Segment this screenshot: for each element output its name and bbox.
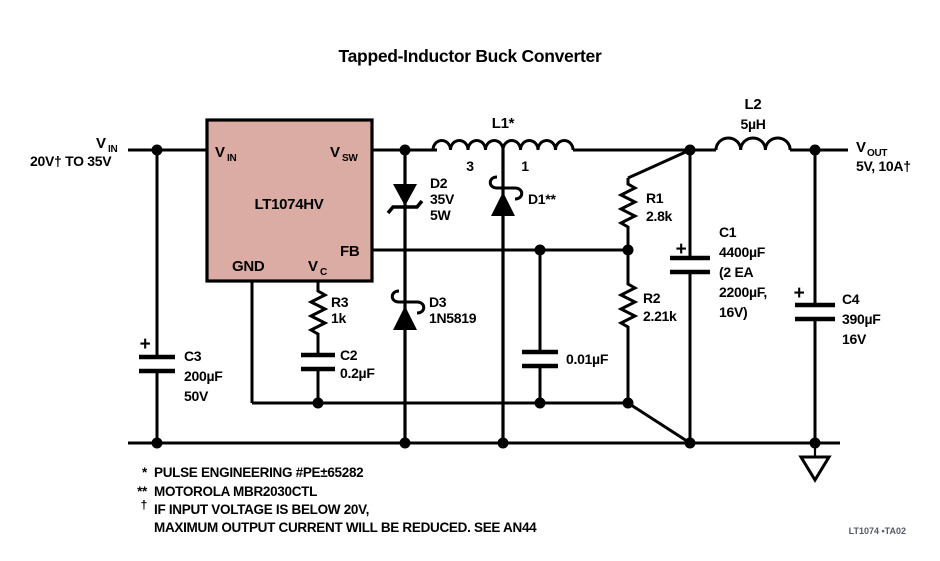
page-title: Tapped-Inductor Buck Converter (339, 46, 602, 66)
vout-node-label: V (856, 139, 866, 156)
c2-value: 0.2µF (340, 365, 375, 381)
d2-volts: 35V (430, 191, 455, 207)
r1-value: 2.8k (646, 208, 673, 224)
ic-pin-vc: V (308, 258, 318, 275)
ic-pin-vsw-sub: SW (342, 153, 358, 164)
r2-name: R2 (643, 290, 661, 306)
note-marker-1: * (142, 465, 148, 480)
vout-node-label-sub: OUT (867, 148, 887, 159)
c3-plus-mark: + (140, 334, 151, 355)
figure-id: LT1074 •TA02 (849, 526, 906, 536)
r3-name: R3 (331, 294, 349, 310)
cfb-value: 0.01µF (566, 351, 609, 367)
vout-rating-label: 5V, 10A† (856, 158, 911, 174)
r1-name: R1 (646, 190, 664, 206)
c3-value: 200µF (184, 368, 223, 384)
note-marker-3: † (141, 498, 147, 512)
c1-plus-mark: + (676, 239, 687, 260)
c1-note-1: (2 EA (719, 264, 753, 280)
note-text-2: MOTOROLA MBR2030CTL (154, 484, 317, 499)
capacitor-c2-symbol (301, 352, 335, 372)
ic-pin-vsw: V (330, 144, 340, 161)
ground-symbol (798, 455, 832, 483)
d2-name: D2 (430, 175, 448, 191)
c1-name: C1 (719, 224, 737, 240)
vin-node-label-sub: IN (108, 144, 117, 155)
resistor-r1-symbol (617, 178, 639, 250)
capacitor-c4-symbol (795, 302, 835, 322)
r3-value: 1k (331, 310, 346, 326)
c1-note-3: 16V) (719, 304, 747, 320)
zener-d2-symbol (386, 184, 424, 215)
c1-value: 4400µF (719, 244, 766, 260)
d2-watts: 5W (430, 207, 451, 223)
note-text-1: PULSE ENGINEERING #PE±65282 (154, 465, 363, 480)
d1-name: D1** (528, 191, 556, 207)
ic-body (205, 118, 374, 283)
c2-name: C2 (340, 347, 358, 363)
ic-pin-fb: FB (340, 243, 360, 260)
c4-plus-mark: + (794, 283, 805, 304)
note-marker-2: ** (137, 484, 148, 499)
c4-value: 390µF (842, 311, 881, 327)
resistor-r3-symbol (307, 281, 329, 355)
c1-note-2: 2200µF, (719, 284, 767, 300)
d3-part: 1N5819 (429, 310, 477, 326)
inductor-l2-symbol (714, 136, 792, 151)
capacitor-cfb-symbol (522, 349, 558, 369)
r2-value: 2.21k (643, 308, 677, 324)
vin-node-label: V (96, 135, 106, 152)
c4-voltage: 16V (842, 331, 867, 347)
l2-value: 5µH (740, 116, 765, 132)
ic-pin-vc-sub: C (320, 267, 327, 278)
resistor-r2-symbol (617, 250, 639, 403)
note-text-3: IF INPUT VOLTAGE IS BELOW 20V, (154, 502, 369, 517)
c3-name: C3 (184, 348, 202, 364)
c3-voltage: 50V (184, 388, 209, 404)
l1-name: L1* (492, 115, 515, 132)
note-text-4: MAXIMUM OUTPUT CURRENT WILL BE REDUCED. … (154, 520, 537, 535)
d3-name: D3 (429, 294, 447, 310)
junction-dots (151, 144, 821, 449)
ic-pin-vin: V (215, 144, 225, 161)
ic-pin-vin-sub: IN (227, 153, 236, 164)
ic-pin-gnd: GND (232, 258, 265, 275)
schottky-d1-symbol (488, 175, 524, 216)
c4-name: C4 (842, 291, 860, 307)
l2-name: L2 (745, 96, 762, 113)
l1-winding-1: 1 (521, 158, 529, 174)
ic-part-number: LT1074HV (254, 196, 323, 213)
capacitor-c1-symbol (670, 255, 710, 275)
inductor-l1-symbol (431, 139, 575, 151)
schottky-d3-symbol (390, 289, 426, 330)
vin-range-label: 20V† TO 35V (30, 153, 112, 169)
l1-winding-3: 3 (466, 158, 474, 174)
capacitor-c3-symbol (139, 354, 175, 374)
